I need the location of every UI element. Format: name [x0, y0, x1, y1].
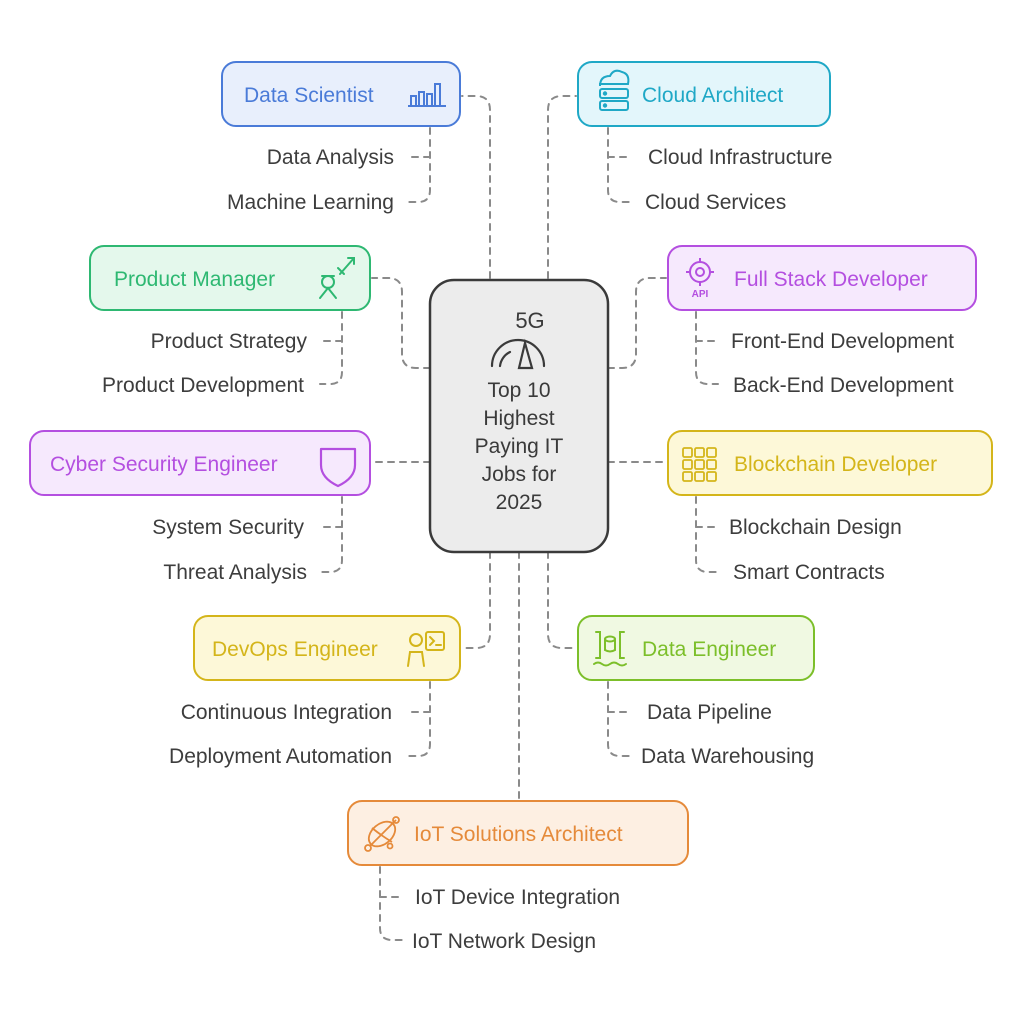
data-stream-icon: [593, 631, 627, 667]
sub-item: Continuous Integration: [181, 701, 392, 724]
node-label-devops-engineer: DevOps Engineer: [212, 638, 378, 661]
node-iot-solutions-architect: IoT Solutions Architect: [347, 800, 689, 866]
node-label-data-engineer: Data Engineer: [642, 638, 776, 661]
engineer-terminal-icon: [407, 631, 445, 667]
center-title-line-1: Top 10: [487, 379, 550, 402]
node-label-data-scientist: Data Scientist: [244, 84, 374, 107]
central-topic: 5G Top 10 Highest Paying IT Jobs for 202…: [428, 278, 610, 554]
center-connectors: [371, 95, 667, 801]
node-label-iot-solutions-architect: IoT Solutions Architect: [414, 823, 623, 846]
node-label-cloud-architect: Cloud Architect: [642, 84, 783, 107]
sub-item: Threat Analysis: [163, 561, 307, 584]
node-product-manager: Product Manager: [89, 245, 371, 311]
sub-item: Data Pipeline: [647, 701, 772, 724]
node-label-product-manager: Product Manager: [114, 268, 275, 291]
center-title-line-2: Highest: [483, 407, 554, 430]
sub-item: Blockchain Design: [729, 516, 902, 539]
sub-item: Machine Learning: [227, 191, 394, 214]
node-label-blockchain-developer: Blockchain Developer: [734, 453, 937, 476]
blockchain-grid-icon: [682, 447, 717, 482]
node-cyber-security-engineer: Cyber Security Engineer: [29, 430, 371, 496]
node-data-engineer: Data Engineer: [577, 615, 815, 681]
sub-item: Product Development: [102, 374, 304, 397]
node-blockchain-developer: Blockchain Developer: [667, 430, 993, 496]
sub-item: Cloud Services: [645, 191, 786, 214]
sub-item: Smart Contracts: [733, 561, 885, 584]
node-label-full-stack-developer: Full Stack Developer: [734, 268, 928, 291]
sub-item: IoT Network Design: [412, 930, 596, 953]
sub-item: Deployment Automation: [169, 745, 392, 768]
shield-icon: [319, 447, 357, 488]
cloud-server-icon: [599, 69, 630, 111]
sub-item: Front-End Development: [731, 330, 954, 353]
network-globe-icon: [364, 816, 400, 852]
bar-chart-icon: [408, 83, 446, 107]
node-full-stack-developer: API Full Stack Developer: [667, 245, 977, 311]
node-data-scientist: Data Scientist: [221, 61, 461, 127]
node-devops-engineer: DevOps Engineer: [193, 615, 461, 681]
speedometer-icon: [490, 338, 546, 370]
node-label-cyber-security-engineer: Cyber Security Engineer: [50, 453, 278, 476]
node-cloud-architect: Cloud Architect: [577, 61, 831, 127]
sub-item: Back-End Development: [733, 374, 954, 397]
sub-connectors: [319, 127, 719, 941]
sub-item: Data Warehousing: [641, 745, 814, 768]
center-title-line-5: 2025: [496, 491, 543, 514]
center-badge: 5G: [515, 308, 544, 333]
center-title-line-3: Paying IT: [475, 435, 564, 458]
gear-api-icon: API: [686, 258, 714, 300]
sub-item: Cloud Infrastructure: [648, 146, 832, 169]
sub-item: System Security: [152, 516, 304, 539]
sub-item: Product Strategy: [151, 330, 308, 353]
person-rocket-icon: [319, 257, 355, 299]
center-title-line-4: Jobs for: [482, 463, 557, 486]
sub-item: IoT Device Integration: [415, 886, 620, 909]
sub-item: Data Analysis: [267, 146, 394, 169]
svg-text:API: API: [692, 289, 709, 300]
